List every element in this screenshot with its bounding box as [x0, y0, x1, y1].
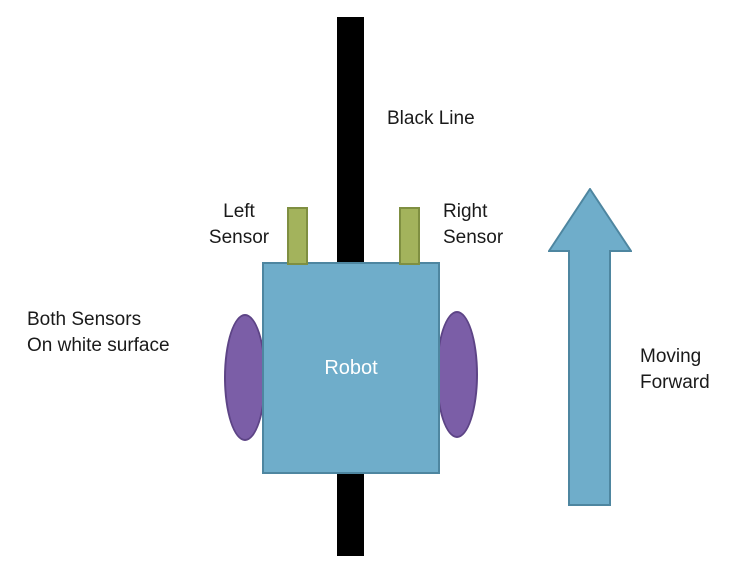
moving-forward-label-line1: Moving — [640, 346, 702, 367]
black-line-label: Black Line — [387, 108, 475, 129]
robot-body: Robot — [262, 262, 440, 474]
left-sensor — [287, 207, 308, 265]
left-sensor-label: Left Sensor — [200, 199, 278, 251]
surface-label-line1: Both Sensors — [27, 309, 142, 330]
left-sensor-label-line2: Sensor — [208, 227, 270, 248]
right-sensor-label-line2: Sensor — [443, 227, 504, 248]
surface-label-line2: On white surface — [27, 335, 170, 356]
moving-forward-label: Moving Forward — [640, 344, 710, 396]
right-wheel — [436, 311, 478, 438]
robot-label: Robot — [324, 356, 378, 379]
right-sensor-label: Right Sensor — [443, 199, 503, 251]
moving-forward-arrow-icon — [548, 188, 632, 506]
left-wheel — [224, 314, 266, 441]
both-sensors-white-surface-label: Both Sensors On white surface — [27, 307, 170, 359]
moving-forward-label-line2: Forward — [640, 372, 710, 393]
right-sensor-label-line1: Right — [443, 201, 488, 222]
right-sensor — [399, 207, 420, 265]
left-sensor-label-line1: Left — [223, 201, 255, 222]
